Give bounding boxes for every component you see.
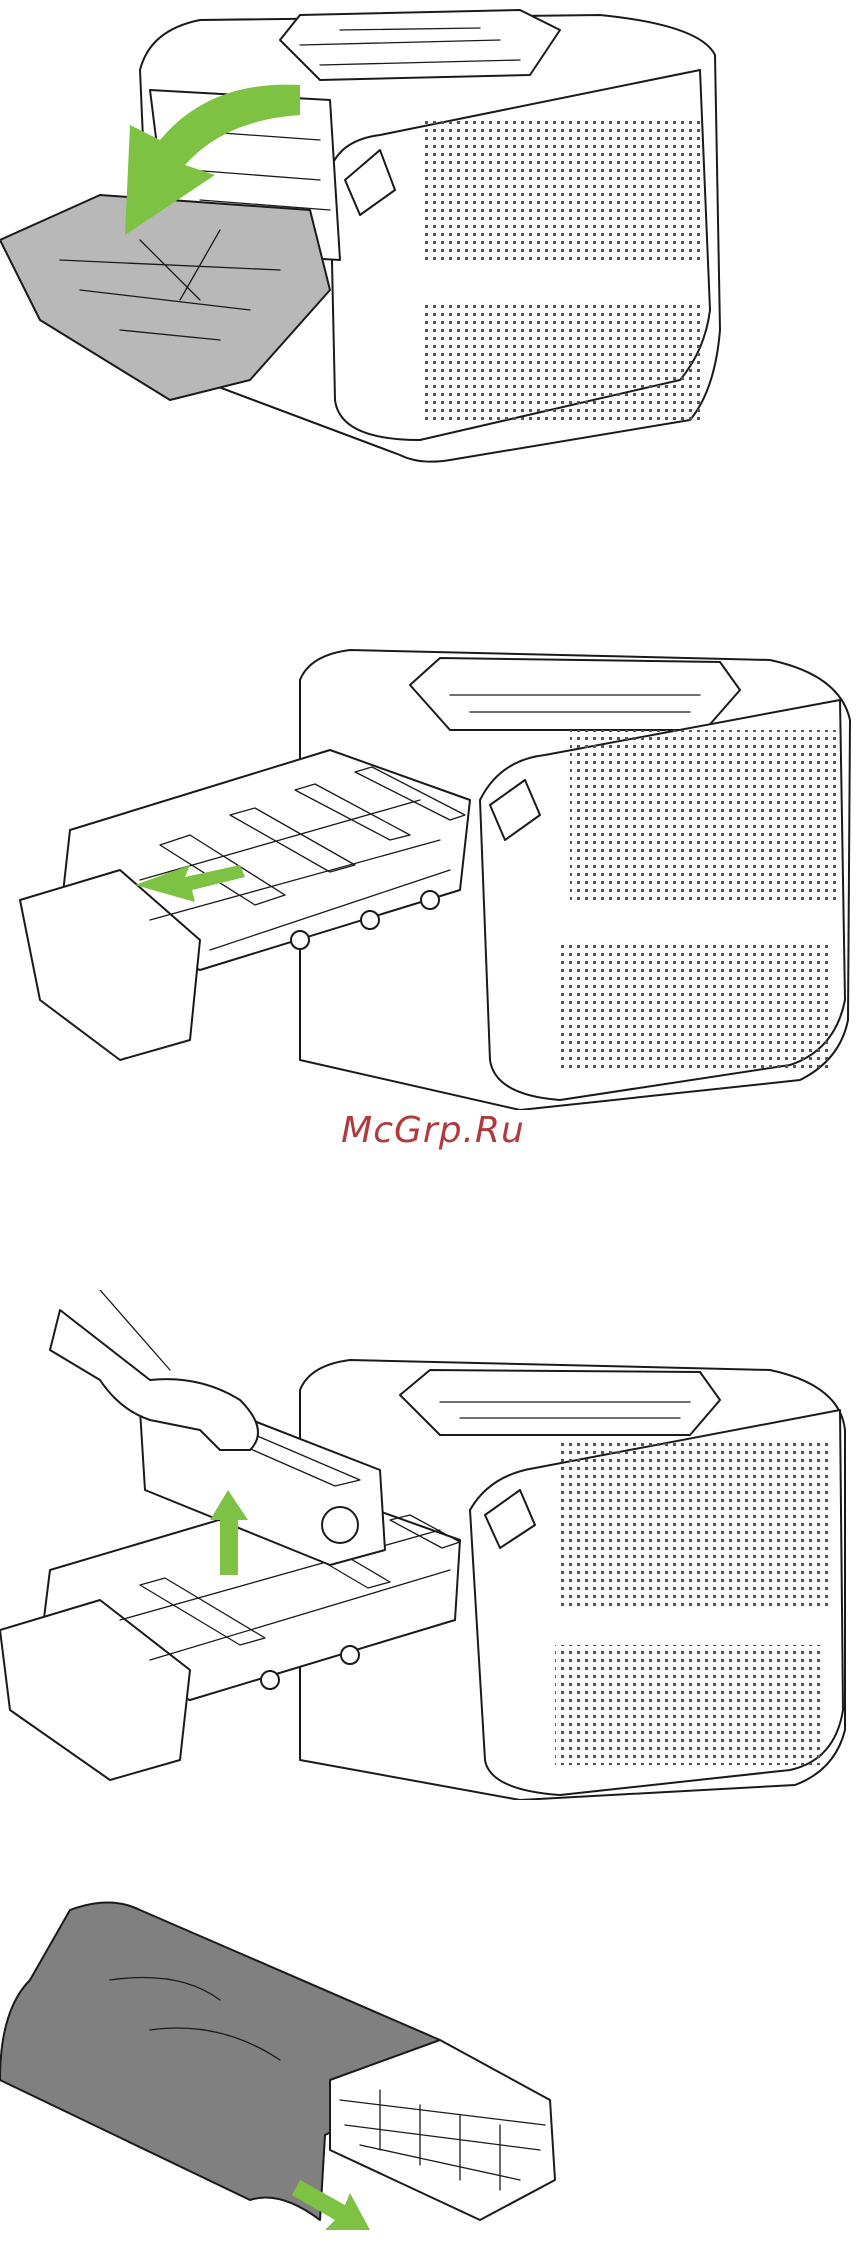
lift-cartridge-illustration <box>0 1290 866 1800</box>
remove-bag-illustration <box>0 1890 866 2262</box>
step-remove-from-bag <box>0 1890 866 2262</box>
printer-drawer-out-illustration <box>0 640 866 1110</box>
printer-door-open-illustration <box>0 0 866 470</box>
side-vents <box>560 1440 830 1610</box>
step-lift-cartridge <box>0 1290 866 1800</box>
output-tray <box>410 658 740 730</box>
watermark-text: McGrp.Ru <box>0 1110 866 1151</box>
step-open-front-door <box>0 0 866 470</box>
side-vents <box>570 730 840 900</box>
step-pull-out-drawer <box>0 640 866 1110</box>
new-cartridge <box>330 2040 555 2220</box>
toner-bag <box>0 1903 440 2221</box>
